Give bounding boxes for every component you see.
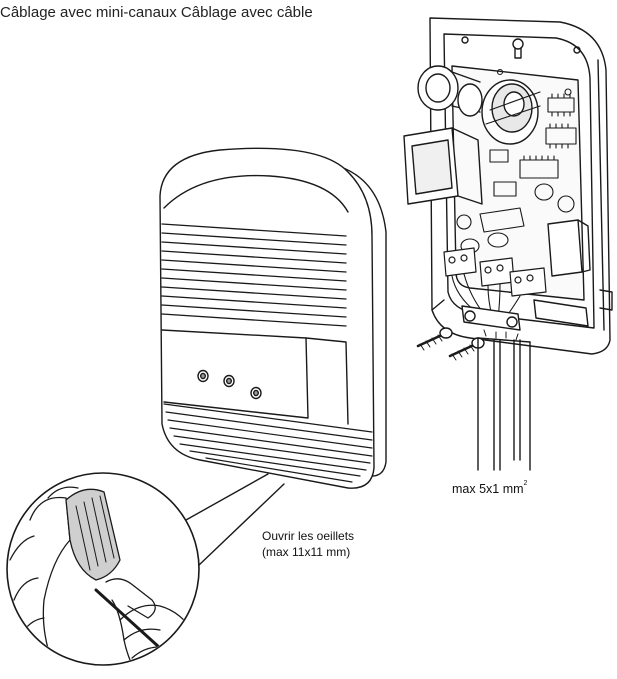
screw-hole: [461, 36, 469, 44]
cable: [477, 329, 531, 471]
led-indicators: [197, 369, 262, 400]
mounting-keyhole: [512, 38, 524, 59]
pcb-components: [456, 68, 577, 254]
detail-magnifier: [6, 472, 285, 666]
terminal-blocks: [443, 247, 547, 297]
screw-hole: [573, 46, 581, 54]
mounting-screw: [448, 337, 485, 361]
round-sensor: [481, 79, 539, 145]
capacitor: [417, 65, 483, 117]
closed-housing: [159, 147, 387, 489]
knockout-note-line2: (max 11x11 mm): [262, 545, 351, 559]
cable-spec-label: max 5x1 mm2: [452, 480, 528, 496]
cable-spec-text: max 5x1 mm: [452, 482, 524, 496]
bottom-vent-grille: [163, 403, 373, 483]
knockout-note: Ouvrir les oeillets (max 11x11 mm): [262, 528, 354, 560]
diagram-title: Câblage avec mini-canaux Câblage avec câ…: [0, 4, 313, 21]
cable-clamp: [461, 305, 521, 331]
mounting-screw: [416, 327, 453, 351]
open-base-with-pcb: [403, 17, 613, 355]
relay: [547, 219, 591, 277]
cable-spec-superscript: 2: [523, 480, 528, 487]
top-vent-grille: [161, 223, 347, 327]
knockout-note-line1: Ouvrir les oeillets: [262, 529, 355, 543]
transformer: [403, 127, 483, 205]
